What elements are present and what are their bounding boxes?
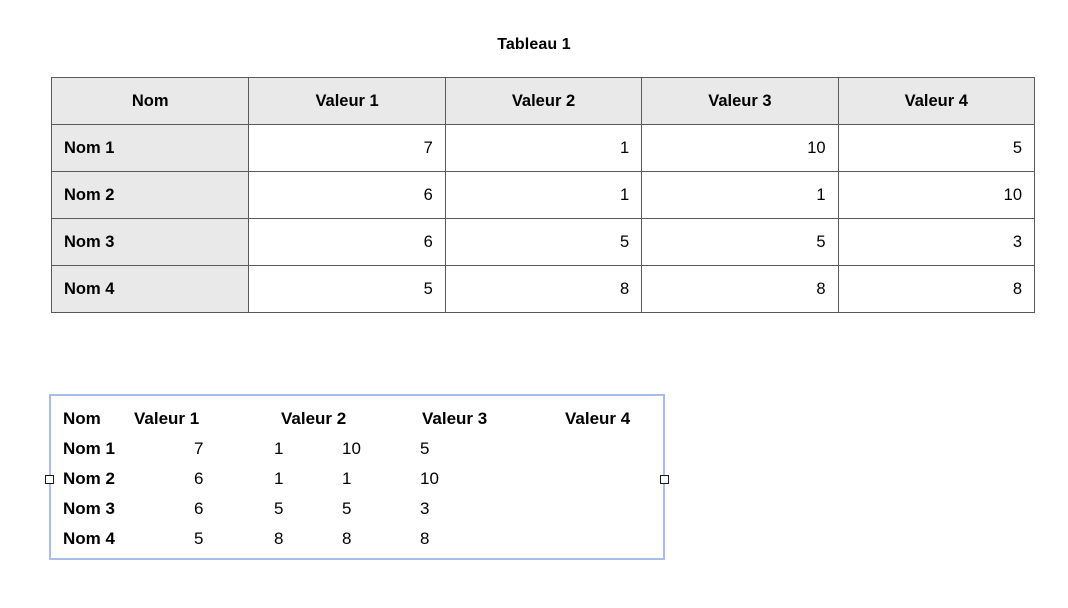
table-header-row: Nom Valeur 1 Valeur 2 Valeur 3 Valeur 4 bbox=[50, 77, 1036, 125]
text-line: Nom 4 5 8 8 8 bbox=[63, 524, 659, 554]
table-cell: 1 bbox=[641, 171, 839, 219]
table-cell: 5 bbox=[444, 218, 643, 266]
table-cell: 8 bbox=[837, 265, 1036, 313]
table-cell: 10 bbox=[837, 171, 1036, 219]
table-cell: 10 bbox=[641, 124, 839, 172]
text-line-header: Nom Valeur 1 Valeur 2 Valeur 3 Valeur 4 bbox=[63, 404, 659, 434]
table-cell: 3 bbox=[837, 218, 1036, 266]
text-cell: 8 bbox=[420, 529, 430, 548]
table-cell: 8 bbox=[641, 265, 839, 313]
table-cell: 5 bbox=[248, 265, 446, 313]
text-cell: 1 bbox=[274, 439, 284, 458]
text-cell: 6 bbox=[194, 499, 204, 518]
text-cell: 5 bbox=[194, 529, 204, 548]
text-cell: 10 bbox=[420, 469, 439, 488]
resize-handle-left[interactable] bbox=[45, 475, 54, 484]
table-container: Nom Valeur 1 Valeur 2 Valeur 3 Valeur 4 … bbox=[50, 77, 1036, 313]
table-cell: 6 bbox=[248, 218, 446, 266]
pasted-text-content[interactable]: Nom Valeur 1 Valeur 2 Valeur 3 Valeur 4 … bbox=[63, 404, 659, 554]
text-cell: 1 bbox=[274, 469, 284, 488]
text-cell: 5 bbox=[342, 499, 352, 518]
text-cell: 5 bbox=[274, 499, 284, 518]
row-label: Nom 2 bbox=[50, 171, 250, 219]
text-header-valeur-1: Valeur 1 bbox=[134, 409, 200, 428]
column-header-valeur-3: Valeur 3 bbox=[641, 77, 839, 125]
column-header-valeur-4: Valeur 4 bbox=[837, 77, 1036, 125]
table-cell: 7 bbox=[248, 124, 446, 172]
text-cell: 8 bbox=[274, 529, 284, 548]
table-row: Nom 3 6 5 5 3 bbox=[50, 218, 1036, 266]
text-line: Nom 3 6 5 5 3 bbox=[63, 494, 659, 524]
table-cell: 8 bbox=[444, 265, 643, 313]
table-cell: 6 bbox=[248, 171, 446, 219]
text-row-label: Nom 2 bbox=[63, 469, 115, 488]
text-cell: 10 bbox=[342, 439, 361, 458]
text-row-label: Nom 3 bbox=[63, 499, 115, 518]
column-header-valeur-2: Valeur 2 bbox=[444, 77, 643, 125]
text-cell: 7 bbox=[194, 439, 204, 458]
text-cell: 6 bbox=[194, 469, 204, 488]
column-header-valeur-1: Valeur 1 bbox=[248, 77, 446, 125]
text-header-valeur-3: Valeur 3 bbox=[422, 409, 488, 428]
text-cell: 8 bbox=[342, 529, 352, 548]
text-cell: 1 bbox=[342, 469, 352, 488]
text-cell: 3 bbox=[420, 499, 430, 518]
text-cell: 5 bbox=[420, 439, 430, 458]
table-cell: 1 bbox=[444, 171, 643, 219]
table-row: Nom 4 5 8 8 8 bbox=[50, 265, 1036, 313]
resize-handle-right[interactable] bbox=[660, 475, 669, 484]
text-row-label: Nom 1 bbox=[63, 439, 115, 458]
text-row-label: Nom 4 bbox=[63, 529, 115, 548]
table-row: Nom 2 6 1 1 10 bbox=[50, 171, 1036, 219]
text-line: Nom 1 7 1 10 5 bbox=[63, 434, 659, 464]
tableau-1-table: Nom Valeur 1 Valeur 2 Valeur 3 Valeur 4 … bbox=[50, 77, 1036, 313]
text-header-nom: Nom bbox=[63, 409, 101, 428]
text-header-valeur-2: Valeur 2 bbox=[281, 409, 347, 428]
table-cell: 5 bbox=[641, 218, 839, 266]
text-header-valeur-4: Valeur 4 bbox=[565, 409, 631, 428]
row-label: Nom 1 bbox=[50, 124, 250, 172]
page-title: Tableau 1 bbox=[497, 36, 571, 53]
column-header-nom: Nom bbox=[50, 77, 250, 125]
pasted-text-box[interactable]: Nom Valeur 1 Valeur 2 Valeur 3 Valeur 4 … bbox=[45, 394, 669, 560]
table-cell: 5 bbox=[837, 124, 1036, 172]
table-cell: 1 bbox=[444, 124, 643, 172]
row-label: Nom 3 bbox=[50, 218, 250, 266]
table-row: Nom 1 7 1 10 5 bbox=[50, 124, 1036, 172]
row-label: Nom 4 bbox=[50, 265, 250, 313]
text-line: Nom 2 6 1 1 10 bbox=[63, 464, 659, 494]
